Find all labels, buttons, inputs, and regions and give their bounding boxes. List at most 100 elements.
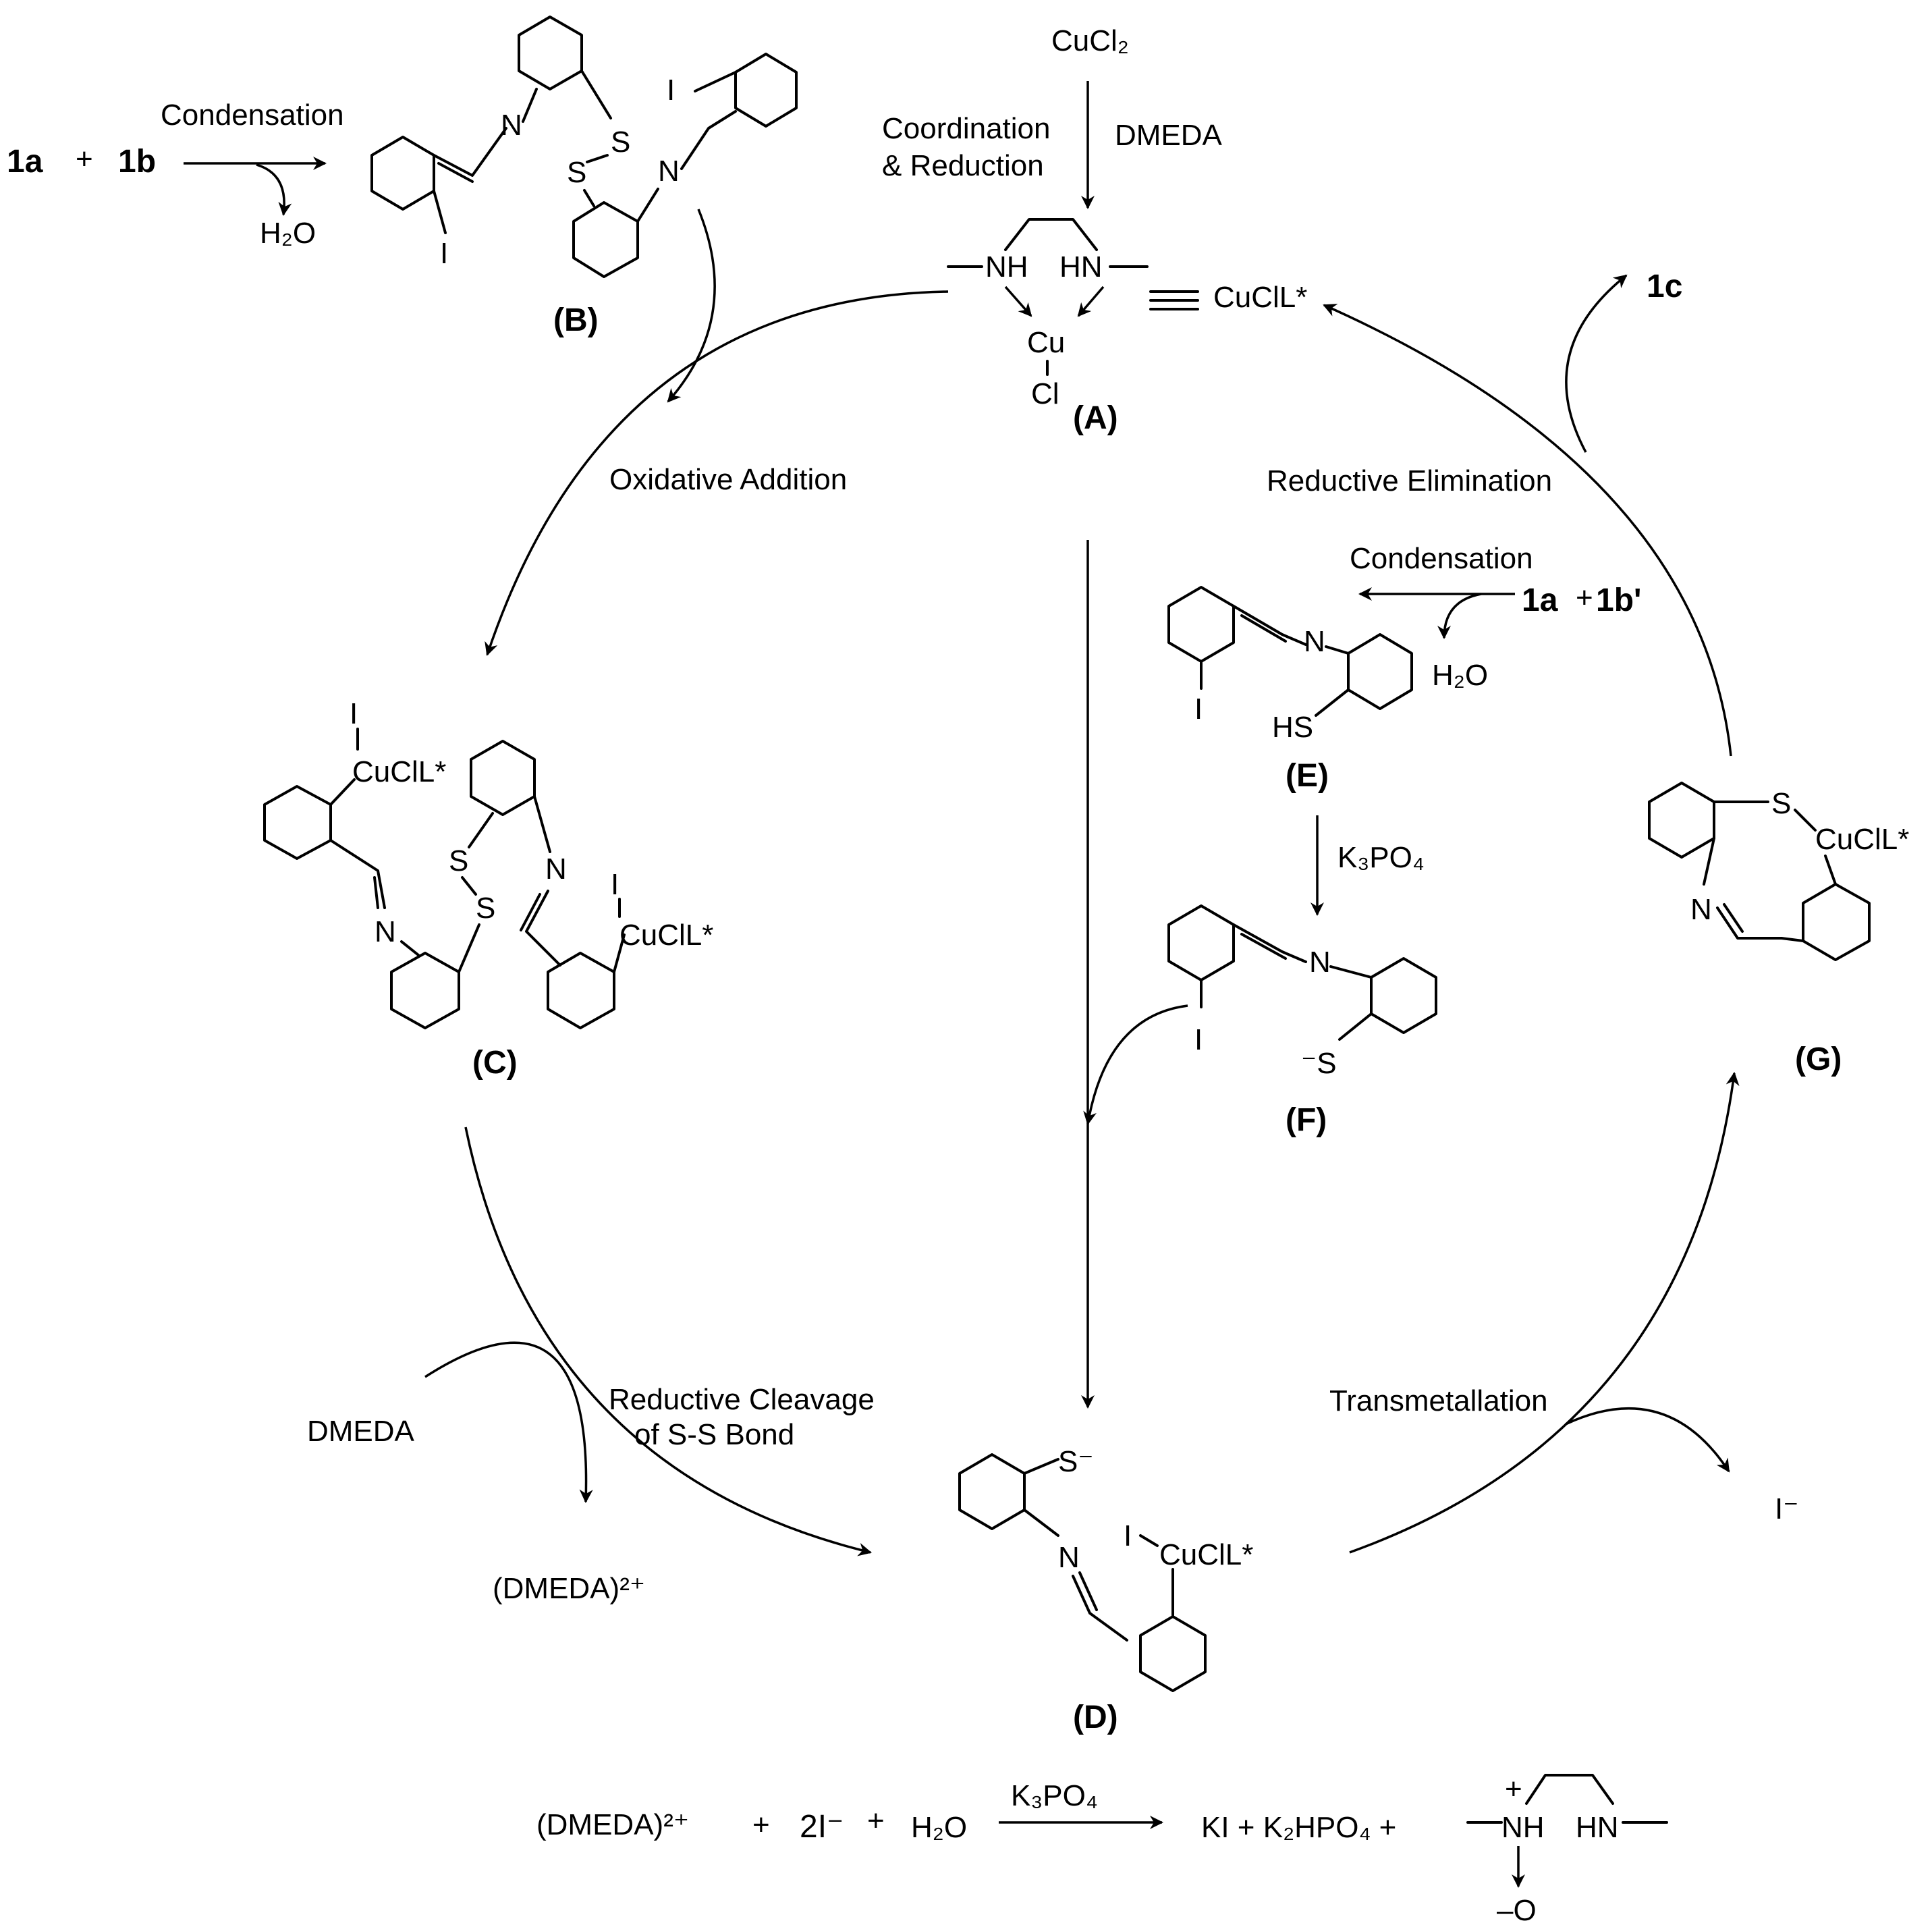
compound-b: I N S S N I (B)	[370, 16, 798, 338]
e-label: (E)	[1286, 758, 1329, 794]
f-ring-left	[1167, 904, 1235, 981]
arc-g-to-a	[1323, 304, 1732, 757]
b-ring-s-bond	[580, 70, 612, 119]
reactant-1a-second: 1a	[1522, 582, 1558, 618]
arc-d-to-g	[1349, 1072, 1740, 1554]
g-ring-left	[1648, 782, 1715, 859]
a-coord-arrow-right	[1077, 286, 1105, 317]
a-copper: Cu	[1027, 326, 1065, 359]
b-sulfur-1: S	[611, 126, 630, 159]
g-ring-right	[1802, 883, 1871, 961]
g-copper: CuClL*	[1815, 823, 1909, 856]
g-label: (G)	[1795, 1041, 1842, 1077]
a-ethylene-bridge	[1004, 218, 1098, 251]
coordination-label-2: & Reduction	[882, 149, 1044, 182]
e-ring-s-bond	[1315, 688, 1350, 717]
a-cuclL-equivalent: CuClL*	[1213, 281, 1307, 314]
b-sulfur-2: S	[567, 156, 586, 189]
g-imine-double	[1723, 903, 1744, 933]
compound-c: I CuClL* N S S N I CuClL* (C)	[263, 697, 713, 1081]
eq-plus-a: +	[752, 1808, 770, 1841]
arc-a-to-c	[485, 290, 949, 656]
c-imine-left-double	[373, 876, 379, 909]
d-label: (D)	[1073, 1700, 1118, 1735]
b-ss-bond	[586, 154, 609, 163]
b-iodine-2: I	[667, 74, 675, 107]
d-imine	[1072, 1575, 1128, 1642]
cucl2-label: CuCl₂	[1051, 24, 1129, 57]
water-label-2: H₂O	[1432, 659, 1488, 692]
b-ring-left	[370, 136, 435, 211]
f-imine-double	[1240, 933, 1287, 960]
c-imine-left	[329, 839, 386, 909]
c-copper-1: CuClL*	[352, 755, 446, 788]
a-chlorine: Cl	[1031, 377, 1059, 410]
top-left-condensation: 1a + 1b Condensation H₂O	[7, 99, 344, 250]
b-ci-bond-left	[433, 190, 447, 234]
b-imine-right	[680, 110, 737, 170]
e-imine-double	[1240, 614, 1287, 643]
c-copper-2: CuClL*	[619, 919, 713, 952]
g-imine	[1716, 906, 1783, 940]
eq-plus-charge: +	[1505, 1772, 1522, 1806]
eq-two-iodide: 2I⁻	[800, 1809, 844, 1845]
eq-o-minus: –O	[1497, 1894, 1537, 1925]
g-s-cu-bond	[1794, 809, 1817, 832]
eq-hn: HN	[1576, 1811, 1619, 1844]
b-ring-right	[734, 53, 798, 128]
d-imine-double	[1078, 1571, 1098, 1611]
c-s-ring-bond	[468, 812, 494, 848]
reductive-cleavage-label-2: of S-S Bond	[634, 1418, 794, 1451]
c-ring-s-bond	[458, 923, 480, 973]
a-hn-right: HN	[1059, 250, 1103, 283]
eq-nh-plus: NH	[1501, 1811, 1545, 1844]
k3po4-label: K₃PO₄	[1337, 841, 1425, 874]
f-label: (F)	[1286, 1102, 1327, 1138]
f-ring-right	[1370, 957, 1437, 1034]
product-release-arrow	[1565, 274, 1628, 453]
f-iodine: I	[1194, 1023, 1203, 1056]
b-ci-bond-right	[694, 71, 737, 92]
c-n-ring-bond	[400, 940, 420, 956]
c-iodine-1: I	[350, 697, 358, 730]
eq-plus-b: +	[867, 1804, 885, 1837]
b-nitrogen-2: N	[658, 155, 680, 188]
compound-f: I N ⁻S (F)	[1167, 904, 1437, 1138]
product-1c-label: 1c	[1647, 269, 1682, 304]
c-ring-top	[470, 740, 536, 816]
reactant-1b: 1b	[118, 144, 156, 180]
e-ring-right	[1347, 633, 1413, 710]
compound-g: S CuClL* N (G)	[1648, 782, 1909, 1077]
eq-products: KI + K₂HPO₄ +	[1201, 1811, 1396, 1844]
catalyst-formation: CuCl₂ Coordination & Reduction DMEDA	[882, 24, 1223, 209]
a-label: (A)	[1073, 400, 1118, 436]
compound-d: S⁻ N I CuClL* (D)	[958, 1445, 1253, 1735]
coordination-label-1: Coordination	[882, 112, 1051, 145]
g-cu-ring-bond	[1824, 855, 1837, 886]
reductive-elimination-label: Reductive Elimination	[1267, 464, 1552, 497]
c-nitrogen-2: N	[545, 852, 567, 886]
f-n-ring-bond	[1329, 965, 1373, 979]
arc-c-to-d	[464, 1127, 872, 1556]
b-ring-n-bond	[636, 188, 659, 223]
reactant-1b-prime: 1b'	[1596, 582, 1641, 618]
iodide-loss-arrow	[1565, 1407, 1730, 1473]
plus-sign-2: +	[1576, 581, 1593, 614]
c-ring-left	[263, 785, 332, 860]
c-imine-right	[525, 890, 561, 967]
b-s-ring-bond	[583, 189, 595, 207]
dmeda-label-top: DMEDA	[1115, 119, 1223, 152]
b-ring-top	[518, 16, 583, 90]
bottom-equation: (DMEDA)²⁺ + 2I⁻ + H₂O K₃PO₄ KI + K₂HPO₄ …	[536, 1772, 1668, 1925]
c-ss-bond	[461, 876, 477, 896]
a-equivalence-sign	[1149, 290, 1199, 310]
b-label: (B)	[553, 302, 599, 338]
dmeda-label-cycle: DMEDA	[307, 1415, 415, 1448]
c-ring-n-bond	[533, 795, 551, 853]
water-loss-arrow-2	[1437, 593, 1482, 639]
eq-water: H₂O	[911, 1811, 967, 1844]
f-entry-arrow	[1083, 1004, 1188, 1125]
f-thiolate: ⁻S	[1301, 1047, 1337, 1080]
transmetallation-label: Transmetallation	[1329, 1384, 1548, 1417]
condensation-label: Condensation	[161, 99, 344, 132]
